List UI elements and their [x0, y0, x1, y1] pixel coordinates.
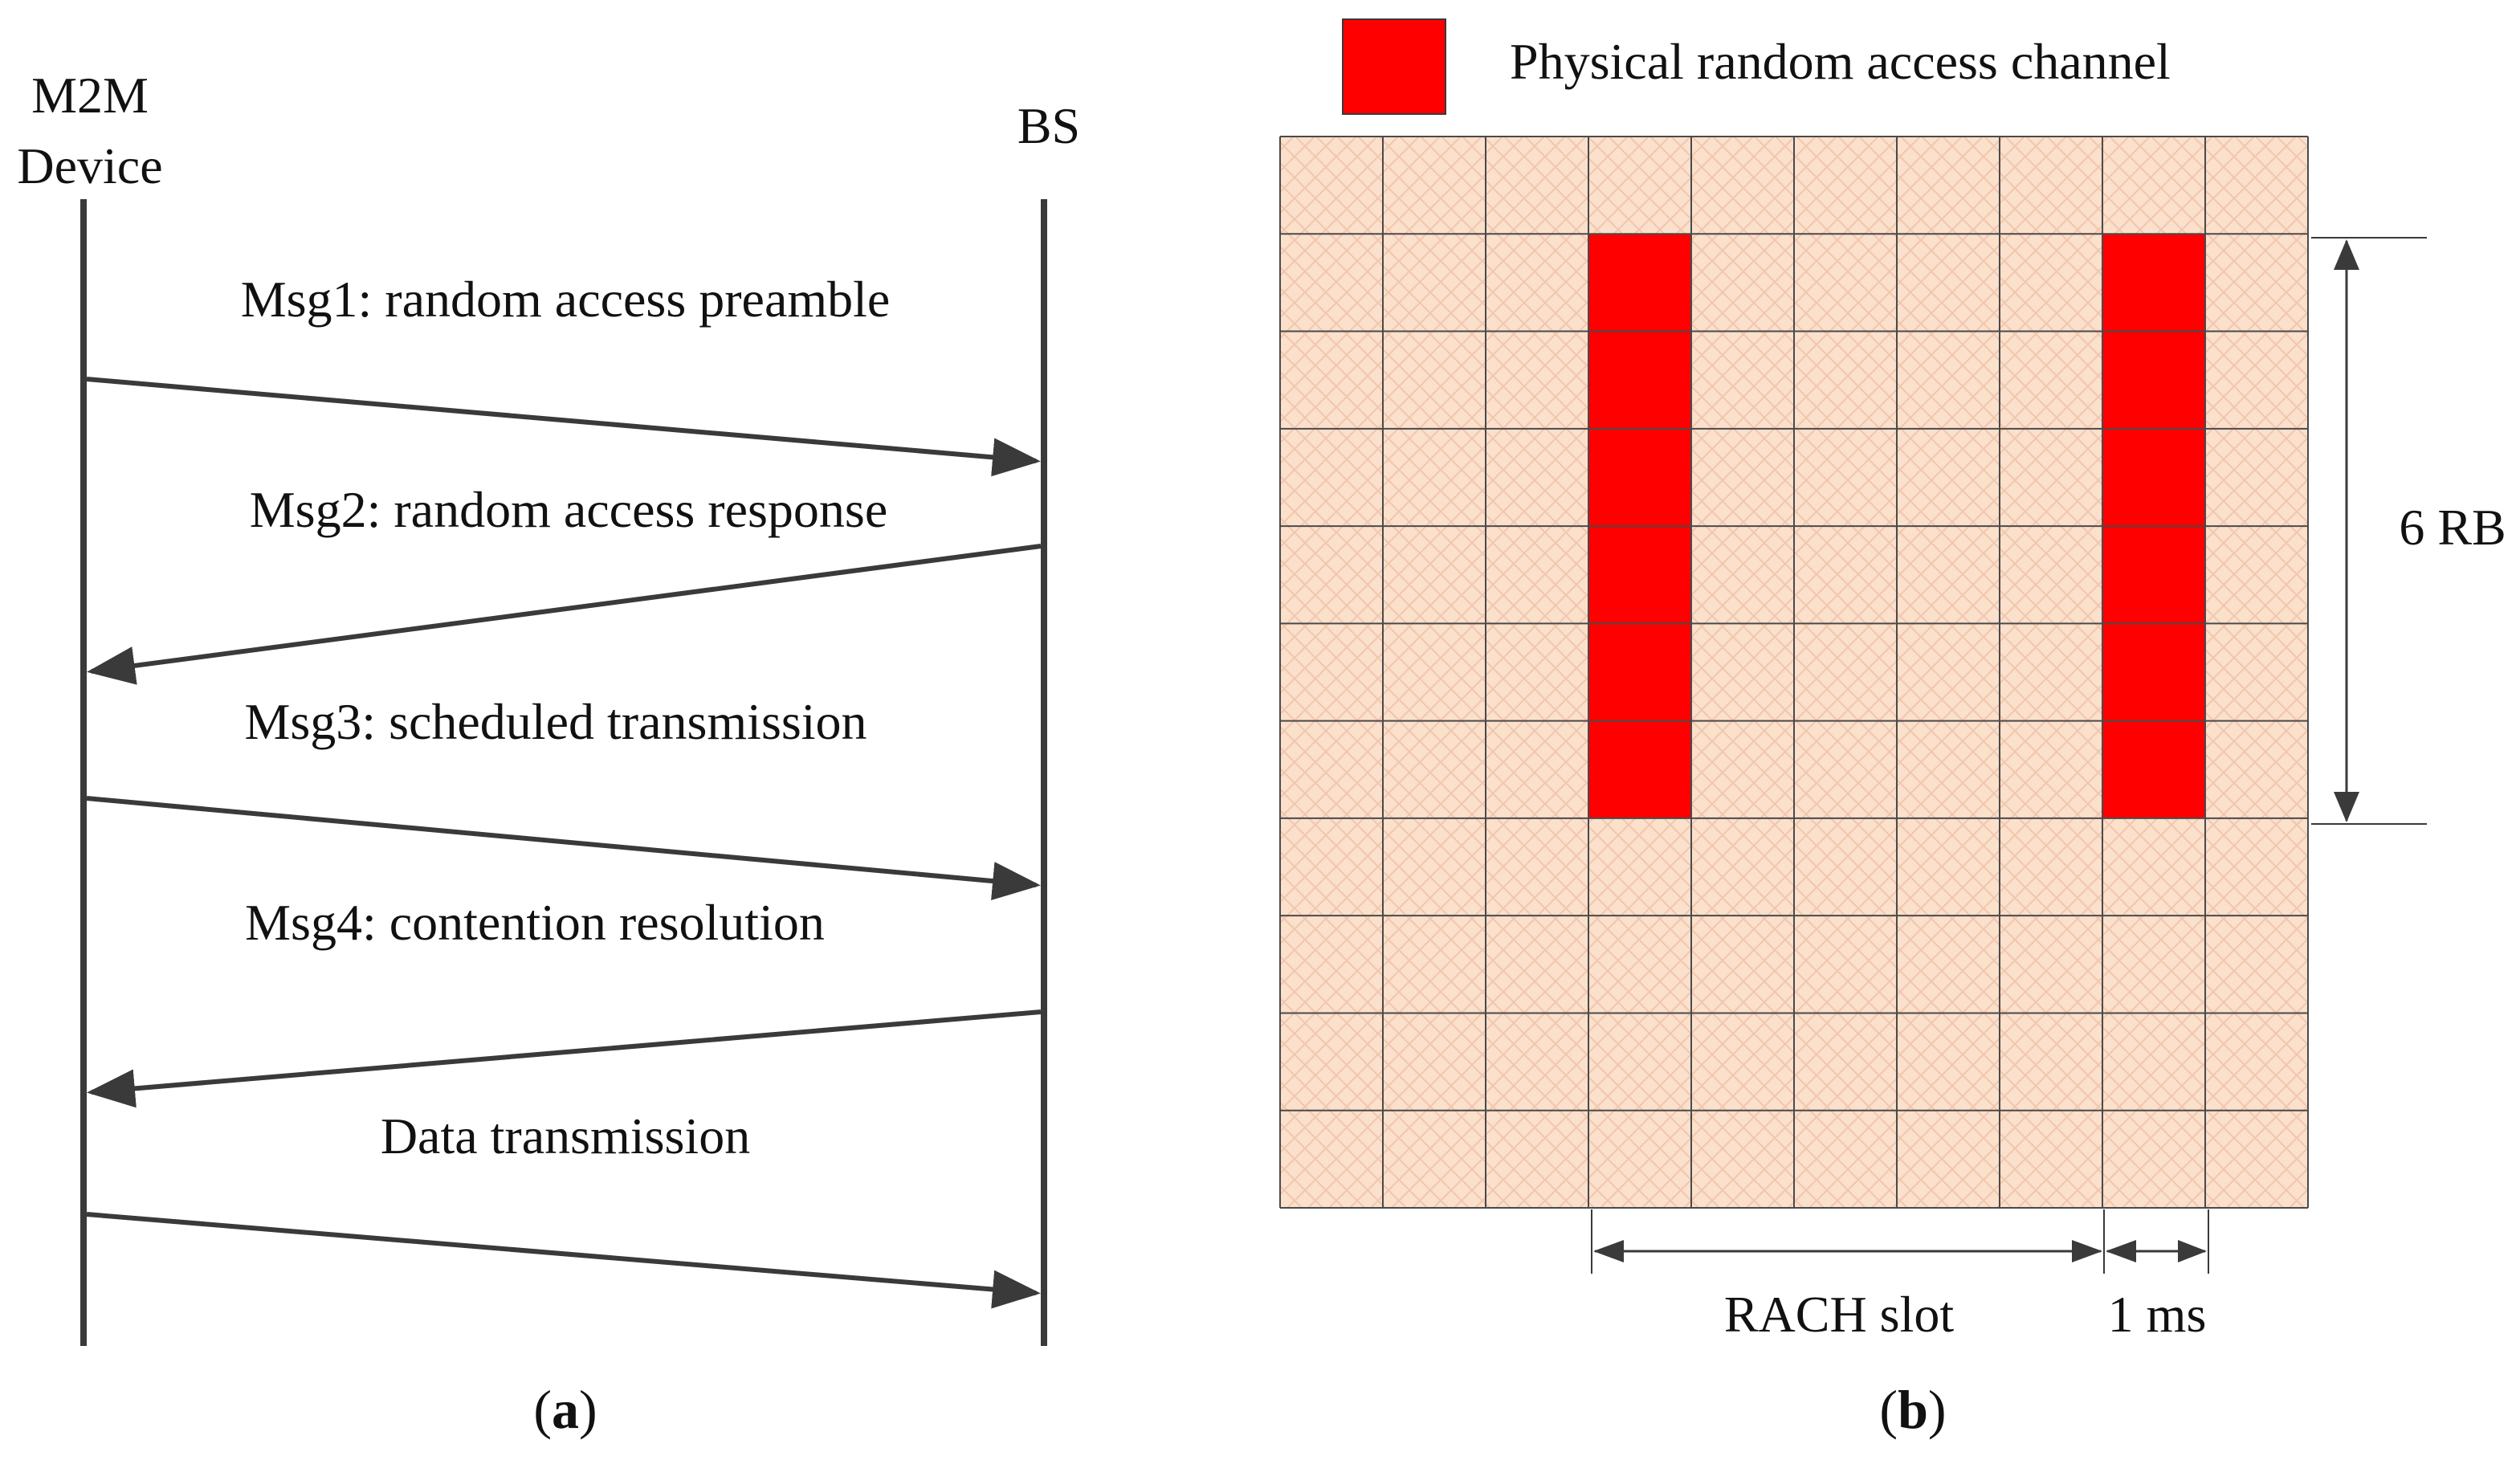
- message-label: Msg2: random access response: [250, 481, 887, 538]
- caption-a: (a): [533, 1379, 597, 1440]
- message-5: Data transmission: [86, 1107, 1041, 1309]
- rb-dimension: 6 RB: [2311, 237, 2506, 825]
- message-arrow: [86, 1212, 1041, 1309]
- message-4: Msg4: contention resolution: [87, 894, 1042, 1108]
- resource-grid: [1279, 136, 2309, 1209]
- time-dimension: RACH slot 1 ms: [1591, 1209, 2209, 1343]
- legend-label: Physical random access channel: [1510, 33, 2171, 90]
- prach-cell: [1588, 720, 1691, 818]
- prach-cell: [1588, 428, 1691, 527]
- message-2: Msg2: random access response: [87, 481, 1042, 685]
- message-arrow: [86, 377, 1041, 477]
- prach-cell: [1588, 623, 1691, 721]
- message-arrow: [86, 796, 1041, 900]
- message-1: Msg1: random access preamble: [86, 271, 1041, 477]
- message-label: Msg4: contention resolution: [245, 894, 825, 951]
- prach-cell: [2102, 234, 2205, 332]
- message-label: Msg1: random access preamble: [241, 271, 891, 328]
- rach-slot-label: RACH slot: [1724, 1286, 1955, 1343]
- message-label: Msg3: scheduled transmission: [244, 693, 867, 750]
- device-label-line2: Device: [17, 137, 162, 194]
- caption-b: (b): [1879, 1379, 1946, 1440]
- legend-swatch: [1342, 18, 1446, 115]
- panel-b-resource-grid: Physical random access channel 6 RB RACH…: [1279, 18, 2506, 1440]
- message-3: Msg3: scheduled transmission: [86, 693, 1041, 900]
- prach-cell: [2102, 623, 2205, 721]
- prach-cell: [2102, 428, 2205, 527]
- device-label-line1: M2M: [31, 67, 149, 124]
- message-label: Data transmission: [381, 1107, 750, 1164]
- message-arrow: [87, 544, 1042, 685]
- rb-label: 6 RB: [2399, 499, 2506, 556]
- message-arrow: [87, 1009, 1042, 1108]
- prach-cell: [1588, 234, 1691, 332]
- prach-cell: [1588, 526, 1691, 624]
- ms-label: 1 ms: [2108, 1286, 2207, 1343]
- prach-cell: [2102, 720, 2205, 818]
- panel-a-sequence-diagram: M2M Device BS Msg1: random access preamb…: [17, 67, 1080, 1440]
- prach-cell: [1588, 331, 1691, 429]
- bs-label: BS: [1017, 97, 1080, 154]
- prach-cell: [2102, 331, 2205, 429]
- prach-cell: [2102, 526, 2205, 624]
